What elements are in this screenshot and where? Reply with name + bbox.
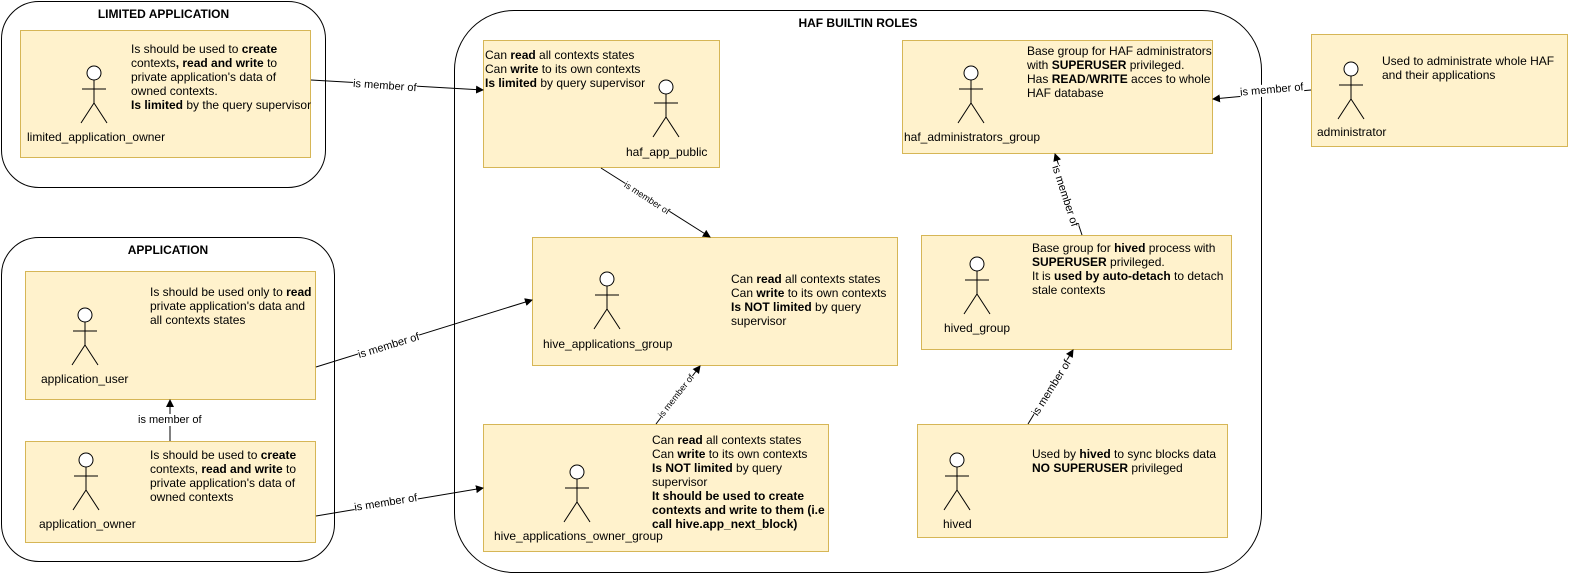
role-description: Is should be used to create contexts, re… xyxy=(150,448,297,504)
role-administrator[interactable]: administrator Used to administrate whole… xyxy=(1311,34,1568,147)
role-name: haf_administrators_group xyxy=(904,130,1041,144)
role-limited-application-owner[interactable]: limited_application_owner Is should be u… xyxy=(20,30,311,158)
role-haf-app-public[interactable]: haf_app_public Can read all contexts sta… xyxy=(483,40,720,168)
role-description: Is should be used to create contexts, re… xyxy=(131,42,312,112)
role-hive-applications-owner-group[interactable]: hive_applications_owner_group Can read a… xyxy=(483,424,829,552)
role-name: hive_applications_owner_group xyxy=(494,529,663,543)
role-application-user[interactable]: application_user Is should be used only … xyxy=(25,271,316,400)
edge-label: is member of xyxy=(352,77,417,95)
limited-application-title: LIMITED APPLICATION xyxy=(97,7,230,21)
role-name: hived_group xyxy=(944,321,1011,335)
role-name: administrator xyxy=(1317,125,1387,139)
role-name: limited_application_owner xyxy=(27,130,166,144)
role-description: Base group for hived process with SUPERU… xyxy=(1032,241,1224,297)
edge-label: is member of xyxy=(356,330,421,362)
role-description: Can read all contexts states Can write t… xyxy=(652,433,825,531)
role-description: Used by hived to sync blocks data NO SUP… xyxy=(1032,447,1217,475)
actor-icon xyxy=(1337,61,1365,120)
role-description: Base group for HAF administrators with S… xyxy=(1027,44,1212,100)
actor-icon xyxy=(80,65,108,124)
role-hived[interactable]: hived Used by hived to sync blocks data … xyxy=(917,424,1228,538)
role-name: hived xyxy=(943,517,972,531)
role-description: Can read all contexts states Can write t… xyxy=(485,48,646,90)
actor-icon xyxy=(963,256,991,315)
role-application-owner[interactable]: application_owner Is should be used to c… xyxy=(25,441,316,543)
role-description: Is should be used only to read private a… xyxy=(150,285,312,327)
actor-icon xyxy=(957,65,985,124)
actor-icon xyxy=(563,464,591,523)
role-name: haf_app_public xyxy=(626,145,708,159)
actor-icon xyxy=(943,452,971,511)
edge-label: is member of xyxy=(138,414,202,426)
actor-icon xyxy=(71,307,99,366)
role-hive-applications-group[interactable]: hive_applications_group Can read all con… xyxy=(532,237,898,366)
role-name: application_owner xyxy=(39,517,136,531)
haf-builtin-roles-title: HAF BUILTIN ROLES xyxy=(798,16,918,30)
role-hived-group[interactable]: hived_group Base group for hived process… xyxy=(921,235,1232,350)
actor-icon xyxy=(652,79,680,138)
role-haf-administrators-group[interactable]: haf_administrators_group Base group for … xyxy=(902,40,1213,154)
role-name: application_user xyxy=(41,372,129,386)
actor-icon xyxy=(72,452,100,511)
application-title: APPLICATION xyxy=(127,243,209,257)
actor-icon xyxy=(593,271,621,330)
role-name: hive_applications_group xyxy=(543,337,673,351)
edge-label: is member of xyxy=(353,492,419,514)
role-description: Can read all contexts states Can write t… xyxy=(731,272,887,328)
role-description: Used to administrate whole HAF and their… xyxy=(1382,54,1555,82)
